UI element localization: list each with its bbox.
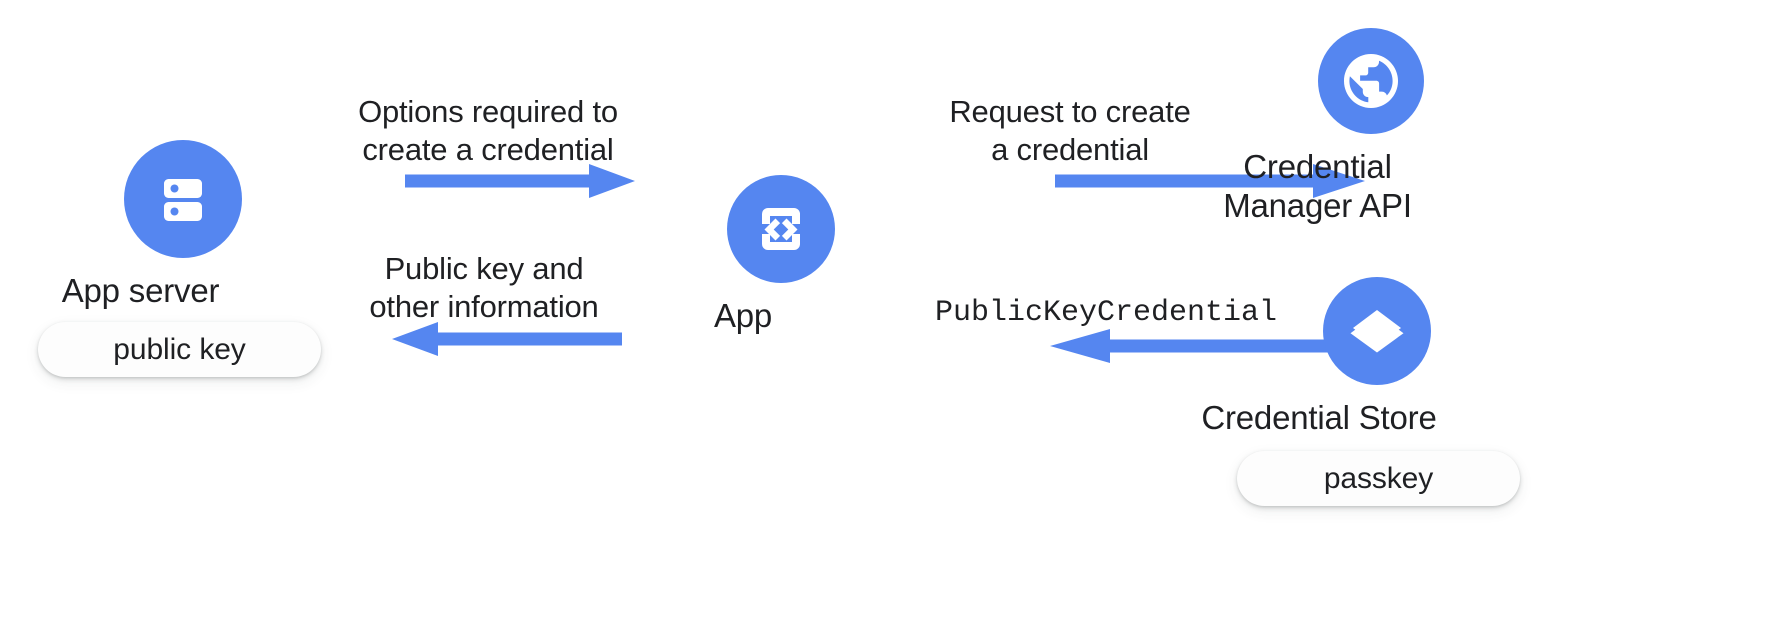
public-key-chip: public key (38, 322, 321, 377)
passkey-chip-label: passkey (1323, 461, 1434, 495)
caption-request-to-create: Request to create a credential (949, 94, 1191, 168)
node-credential-manager-api: Credential Manager API (1223, 28, 1424, 225)
node-label-app: App (713, 297, 773, 334)
node-label-credential-manager-api: Credential Manager API (1223, 148, 1412, 224)
layers-icon (1323, 277, 1431, 385)
arrow-public-key-credential (1050, 325, 1360, 367)
caption-options-required: Options required to create a credential (358, 94, 618, 168)
app-code-phone-icon (727, 175, 835, 283)
caption-public-key-credential: PublicKeyCredential (934, 296, 1278, 330)
server-icon (124, 140, 242, 258)
passkey-chip: passkey (1237, 451, 1520, 506)
globe-icon (1318, 28, 1424, 134)
public-key-chip-label: public key (113, 332, 246, 366)
node-app-server: App server (62, 140, 248, 311)
node-app: App (714, 175, 835, 336)
arrow-public-key-response (392, 318, 622, 360)
arrow-options-required (405, 160, 635, 202)
arrow-request-to-create (1055, 160, 1365, 202)
node-credential-store: Credential Store (1201, 277, 1437, 438)
node-label-credential-store: Credential Store (1201, 399, 1437, 436)
node-label-app-server: App server (61, 272, 220, 309)
caption-public-key-and-other-info: Public key and other information (369, 251, 599, 325)
